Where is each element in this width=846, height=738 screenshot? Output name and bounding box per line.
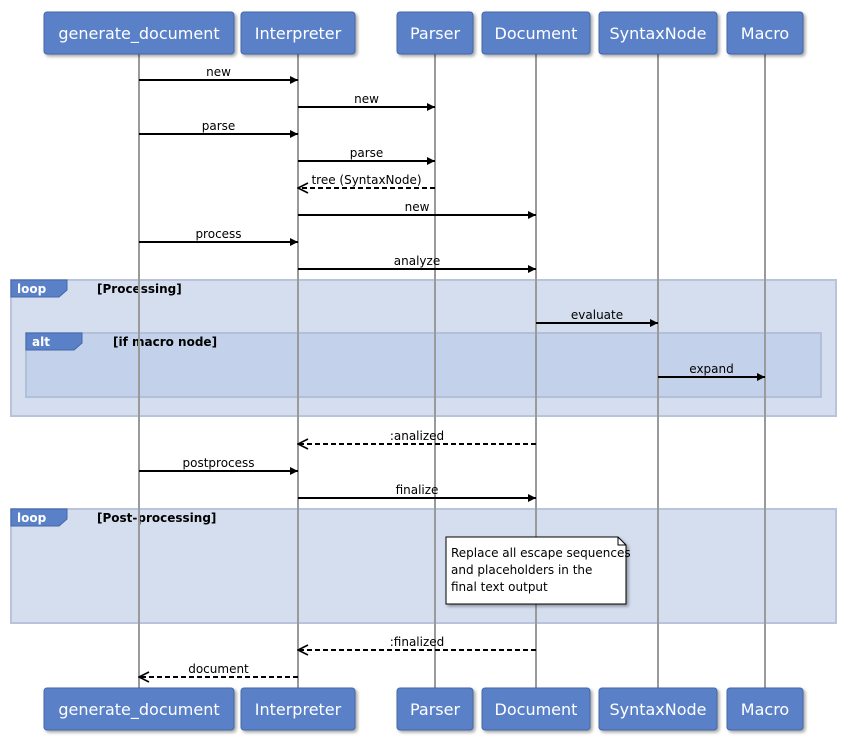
message-1: new	[139, 65, 298, 84]
message-label: tree (SyntaxNode)	[311, 173, 421, 187]
fragment-guard-label: [if macro node]	[113, 335, 217, 349]
message-10: expand	[658, 362, 765, 381]
message-8: analyze	[298, 254, 536, 273]
message-label: evaluate	[571, 308, 623, 322]
message-9: evaluate	[536, 308, 658, 327]
participant-syntaxnode-top: SyntaxNode	[598, 11, 718, 55]
note-line: final text output	[451, 580, 548, 594]
participant-box	[240, 11, 356, 55]
participant-parser-top: Parser	[396, 11, 474, 55]
fragment-loop-3: loop [Post-processing]	[10, 508, 837, 624]
note-line: and placeholders in the	[451, 563, 592, 577]
message-label: new	[206, 65, 231, 79]
fragment-frame	[25, 332, 822, 398]
participant-interpreter-top: Interpreter	[240, 11, 356, 55]
participant-label: SyntaxNode	[609, 24, 706, 43]
participant-box	[598, 687, 718, 731]
participant-label: Document	[495, 700, 578, 719]
participant-label: Parser	[410, 700, 460, 719]
participant-label: generate_document	[58, 24, 219, 44]
message-label: process	[195, 227, 241, 241]
fragment-kind-label: loop	[17, 511, 47, 525]
participant-box	[43, 11, 235, 55]
participant-generate_document-top: generate_document	[43, 11, 235, 55]
message-6: new	[298, 200, 536, 219]
fragment-tab	[10, 508, 68, 527]
message-11: :analized	[298, 429, 536, 444]
participant-document-top: Document	[481, 11, 591, 55]
participant-generate_document-bottom: generate_document	[43, 687, 235, 731]
participant-macro-top: Macro	[726, 11, 804, 55]
fragment-guard-label: [Post-processing]	[97, 511, 216, 525]
message-14: :finalized	[298, 635, 536, 650]
message-label: document	[188, 662, 249, 676]
participant-parser-bottom: Parser	[396, 687, 474, 731]
participant-label: Parser	[410, 24, 460, 43]
message-label: new	[405, 200, 430, 214]
message-13: finalize	[298, 483, 536, 502]
participant-box	[43, 687, 235, 731]
fragment-tab	[10, 279, 68, 298]
message-7: process	[139, 227, 298, 246]
message-3: parse	[139, 119, 298, 138]
note-box	[445, 536, 627, 605]
participant-box	[396, 11, 474, 55]
participant-box	[726, 687, 804, 731]
participant-box	[396, 687, 474, 731]
participant-box	[481, 11, 591, 55]
fragment-kind-label: alt	[32, 335, 50, 349]
participant-interpreter-bottom: Interpreter	[240, 687, 356, 731]
message-label: :finalized	[390, 635, 445, 649]
message-5: tree (SyntaxNode)	[298, 173, 435, 188]
participant-label: Interpreter	[255, 700, 342, 719]
participant-box	[726, 11, 804, 55]
note-line: Replace all escape sequences	[451, 546, 631, 560]
message-label: expand	[689, 362, 733, 376]
messages-layer: new new parse parse tree (SyntaxNode) new proc…	[139, 65, 765, 677]
participant-box	[240, 687, 356, 731]
message-label: analyze	[394, 254, 440, 268]
message-12: postprocess	[139, 456, 298, 475]
note-fold	[617, 537, 626, 546]
participant-label: Document	[495, 24, 578, 43]
participant-macro-bottom: Macro	[726, 687, 804, 731]
message-label: :analized	[390, 429, 444, 443]
fragment-alt-2: alt [if macro node]	[25, 332, 822, 398]
participant-document-bottom: Document	[481, 687, 591, 731]
message-label: finalize	[396, 483, 439, 497]
fragment-tab	[25, 332, 83, 351]
participant-box	[481, 687, 591, 731]
participant-label: Macro	[741, 24, 789, 43]
fragments-layer: loop[Processing]alt[if macro node]loop[P…	[10, 279, 837, 624]
message-4: parse	[298, 146, 435, 165]
participant-box	[598, 11, 718, 55]
note-layer: Replace all escape sequences and placehol…	[445, 536, 631, 605]
participant-label: generate_document	[58, 700, 219, 720]
message-2: new	[298, 92, 435, 111]
participant-syntaxnode-bottom: SyntaxNode	[598, 687, 718, 731]
message-15: document	[139, 662, 298, 677]
message-label: postprocess	[182, 456, 254, 470]
message-label: new	[354, 92, 379, 106]
fragment-kind-label: loop	[17, 282, 47, 296]
message-label: parse	[202, 119, 236, 133]
fragment-frame	[10, 508, 837, 624]
participant-label: Interpreter	[255, 24, 342, 43]
note: Replace all escape sequences and placehol…	[445, 536, 631, 605]
participant-label: SyntaxNode	[609, 700, 706, 719]
participant-label: Macro	[741, 700, 789, 719]
message-label: parse	[350, 146, 384, 160]
participants-layer: generate_documentgenerate_documentInterp…	[43, 11, 804, 731]
